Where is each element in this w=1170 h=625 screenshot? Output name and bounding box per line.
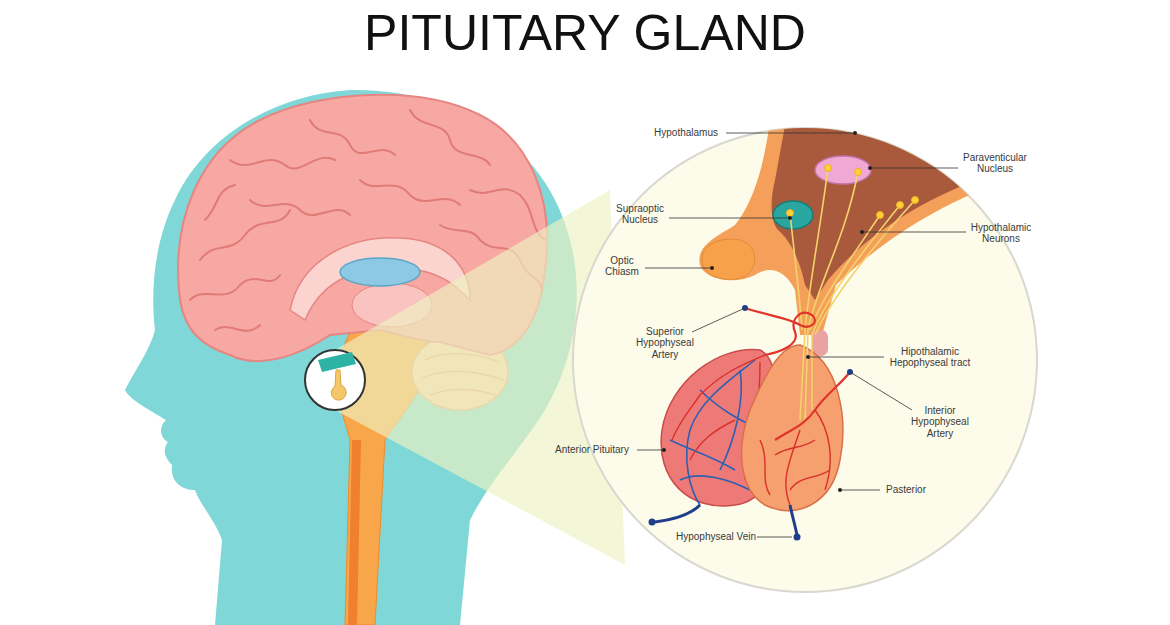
small-hypothalamus bbox=[318, 352, 356, 372]
leader-line bbox=[862, 232, 966, 233]
interior-artery bbox=[775, 372, 850, 440]
leader-dot bbox=[838, 488, 842, 492]
leader-line bbox=[850, 372, 912, 410]
leader-dot bbox=[860, 230, 864, 234]
small-pituitary bbox=[331, 370, 346, 400]
leader-dots bbox=[662, 131, 872, 492]
focus-circle bbox=[305, 350, 365, 410]
leader-dot bbox=[853, 131, 857, 135]
vein-end bbox=[649, 519, 656, 526]
neuron-fibres bbox=[790, 168, 915, 420]
part-label: Supraoptic Nucleus bbox=[610, 203, 670, 226]
part-label: Pasterior bbox=[876, 484, 936, 496]
leader-line bbox=[757, 537, 792, 538]
posterior-vessels bbox=[760, 410, 830, 505]
part-label: Hypophyseal Vein bbox=[671, 531, 761, 543]
part-label: Interior Hypophyseal Artery bbox=[909, 405, 971, 440]
leader-lines bbox=[637, 133, 966, 537]
neuron-body bbox=[877, 212, 884, 219]
leader-line bbox=[870, 168, 958, 169]
part-label: Paraventicular Nucleus bbox=[955, 152, 1035, 175]
posterior-lobe bbox=[742, 345, 843, 511]
neuron-body bbox=[897, 202, 904, 209]
leader-dot bbox=[710, 266, 714, 270]
spinal-cord bbox=[348, 440, 361, 625]
leader-line bbox=[726, 133, 855, 134]
part-label: Hipothalamic Hepophyseal tract bbox=[883, 346, 978, 369]
leader-line bbox=[669, 218, 790, 219]
leader-line bbox=[692, 308, 745, 332]
neuron-body bbox=[787, 210, 794, 217]
neuron-body bbox=[825, 165, 832, 172]
leader-dot bbox=[868, 166, 872, 170]
vein-end bbox=[794, 534, 801, 541]
part-label: Optic Chiasm bbox=[600, 255, 645, 278]
neuron-body bbox=[855, 169, 862, 176]
leader-dot bbox=[806, 355, 810, 359]
detail-view bbox=[699, 120, 1040, 335]
diagram-title: PITUITARY GLAND bbox=[0, 4, 1170, 62]
superior-artery bbox=[745, 308, 815, 355]
ventricle bbox=[340, 258, 420, 286]
optic-chiasm bbox=[702, 239, 755, 279]
hypophyseal-vein bbox=[655, 505, 797, 535]
part-label: Hypothalamus bbox=[646, 127, 726, 139]
supraoptic-nucleus bbox=[773, 201, 813, 229]
leader-line bbox=[645, 268, 712, 269]
part-label: Superior Hypophyseal Artery bbox=[634, 326, 696, 361]
leader-dot bbox=[662, 448, 666, 452]
neuron-body bbox=[912, 197, 919, 204]
leader-line bbox=[637, 450, 664, 451]
part-label: Anterior Pituitary bbox=[547, 444, 637, 456]
part-label: Hypothalamic Neurons bbox=[966, 222, 1036, 245]
neuron-bodies bbox=[787, 165, 919, 219]
infundibulum bbox=[812, 330, 828, 356]
leader-line bbox=[840, 490, 880, 491]
hypothalamus-outline bbox=[699, 120, 1040, 335]
leader-line bbox=[808, 357, 884, 358]
leader-dot bbox=[788, 216, 792, 220]
paraventicular-nucleus bbox=[815, 156, 871, 184]
